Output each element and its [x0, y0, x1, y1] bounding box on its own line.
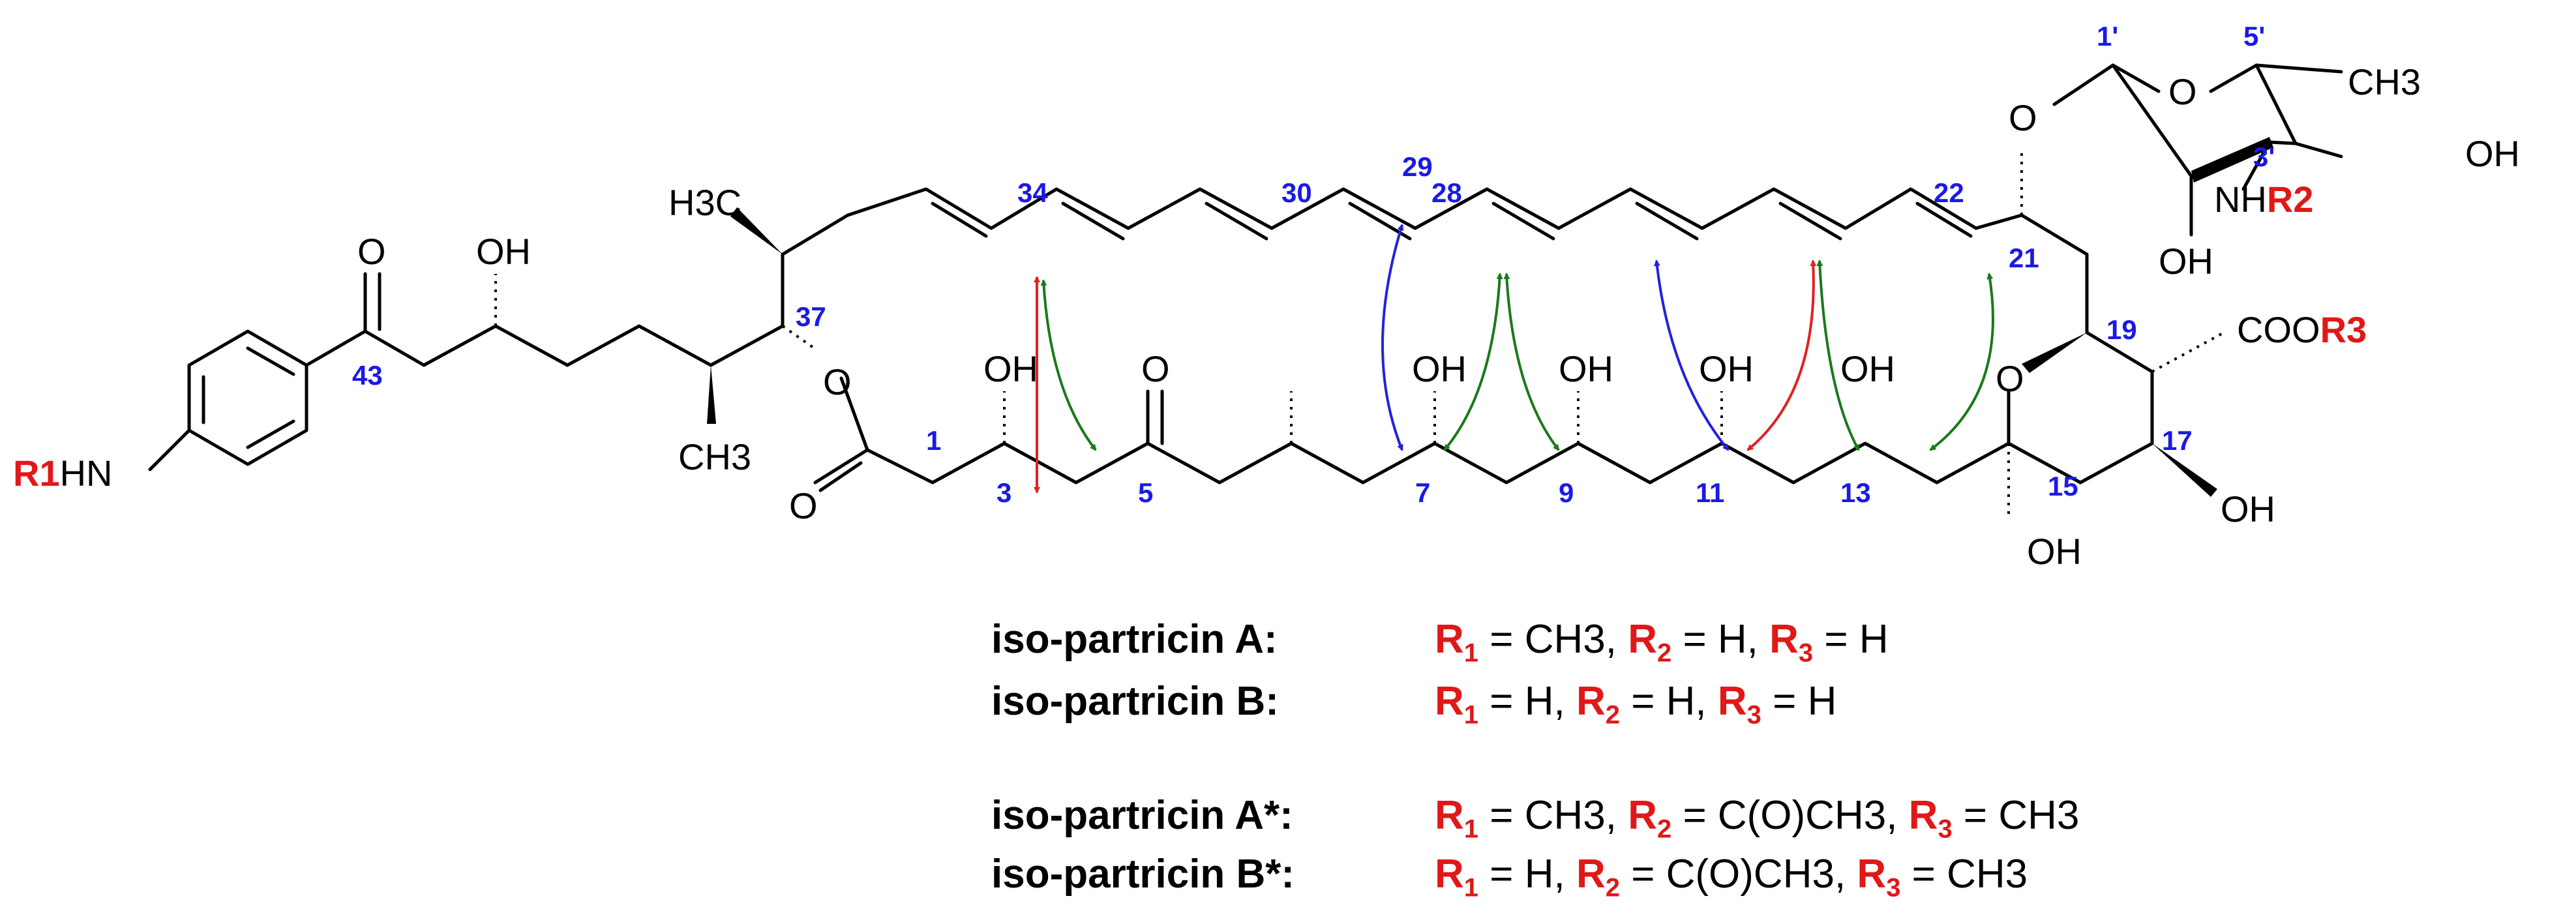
legend-row-2: iso-partricin B:	[991, 678, 1279, 724]
carbon-number-22: 22	[1934, 177, 1964, 208]
r3-label: R3	[2320, 309, 2367, 350]
atom-oh-11: OH	[1699, 348, 1754, 389]
r1-label: R1	[13, 453, 60, 494]
r2-value: H	[1666, 679, 1696, 724]
noe-arrow-green-28-9	[1503, 273, 1560, 451]
atom-o-ester: O	[823, 361, 852, 402]
carbon-number-3: 3	[996, 477, 1011, 508]
legend-row-4-values: R1 = H, R2 = C(O)CH3, R3 = CH3	[1435, 852, 2028, 902]
noe-arrows	[1034, 224, 1994, 494]
carbon-number-17: 17	[2162, 425, 2193, 456]
compound-name: iso-partricin A*:	[991, 793, 1293, 838]
aryl-ring	[148, 329, 367, 471]
noe-arrow-green-24-13	[1816, 260, 1860, 451]
carbon-number-21: 21	[2009, 243, 2039, 273]
carbon-number-43: 43	[352, 360, 383, 391]
atom-coo: COOR3	[2237, 309, 2367, 350]
r1-value: CH3	[1524, 617, 1606, 662]
carbon-number-5-prime: 5'	[2243, 21, 2265, 52]
polyene-chain	[846, 187, 1978, 241]
pyran-ring	[1935, 150, 2224, 515]
noe-arrow-red-24-11	[1746, 260, 1817, 451]
legend-row-3: iso-partricin A*:	[991, 792, 1293, 839]
r3-value: H	[1859, 617, 1889, 662]
carbon-number-34: 34	[1017, 177, 1048, 208]
atom-oh-15: OH	[2027, 531, 2082, 572]
side-chain	[363, 207, 850, 424]
carbon-number-15: 15	[2048, 471, 2078, 501]
compound-name: iso-partricin A:	[991, 617, 1278, 662]
atom-o-5: O	[1141, 348, 1170, 389]
atom-oh-sugar-2: OH	[2159, 241, 2213, 282]
r2-value: H	[1717, 617, 1747, 662]
carbon-number-7: 7	[1415, 477, 1430, 508]
noe-arrow-blue-26-11	[1653, 260, 1730, 451]
legend-row-1: iso-partricin A:	[991, 616, 1278, 663]
atom-coo-prefix: COO	[2237, 309, 2320, 350]
carbon-number-19: 19	[2106, 314, 2137, 345]
carbon-numbers: 1 3 5 7 9 11 13 15 17 19 21 22 28 29 30 …	[352, 21, 2275, 508]
legend-row-3-values: R1 = CH3, R2 = C(O)CH3, R3 = CH3	[1435, 793, 2080, 844]
atom-oh-9: OH	[1559, 348, 1613, 389]
legend-row-2-values: R1 = H, R2 = H, R3 = H	[1435, 679, 1837, 730]
atom-ch3-37: CH3	[678, 436, 751, 477]
atom-o-ketone-43: O	[357, 231, 386, 272]
lactone	[813, 376, 935, 492]
atom-o-c1: O	[789, 485, 818, 526]
atom-labels: O OH H3C CH3 O O OH O OH OH OH OH O OH O…	[13, 61, 2520, 572]
r3-value: CH3	[1998, 793, 2080, 838]
carbon-number-30: 30	[1281, 177, 1312, 208]
carbon-number-1-prime: 1'	[2097, 21, 2118, 52]
legend-row-1-values: R1 = CH3, R2 = H, R3 = H	[1435, 617, 1889, 668]
r1-value: H	[1524, 679, 1554, 724]
legend-row-4: iso-partricin B*:	[991, 851, 1295, 897]
atom-ch3-sugar: CH3	[2348, 61, 2421, 102]
r3-value: CH3	[1947, 852, 2028, 897]
r1-value: H	[1524, 852, 1554, 897]
noe-arrow-green-34-3	[1040, 279, 1097, 451]
atom-oh-3: OH	[983, 348, 1038, 389]
atom-oh-7: OH	[1412, 348, 1467, 389]
carbon-number-28: 28	[1431, 177, 1462, 208]
noe-arrow-green-22-13	[1929, 273, 1994, 451]
r2-value: C(O)CH3	[1717, 793, 1887, 838]
carbon-number-5: 5	[1138, 477, 1153, 508]
noe-arrow-blue-29-7	[1381, 224, 1404, 451]
r2-label: R2	[2267, 179, 2314, 220]
atom-nh-text: NH	[2214, 179, 2267, 220]
atom-hn-aryl: R1HN	[13, 453, 112, 494]
atom-o-sugar: O	[2168, 71, 2197, 112]
atom-oh-39: OH	[476, 231, 531, 272]
compound-name: iso-partricin B*:	[991, 852, 1295, 897]
carbon-number-1: 1	[926, 425, 941, 456]
noe-arrow-green-28-7	[1443, 273, 1503, 451]
atom-o-ring: O	[1996, 358, 2024, 399]
carbon-number-3-prime: 3'	[2253, 142, 2275, 172]
r2-value: C(O)CH3	[1666, 852, 1835, 897]
atom-oh-17: OH	[2221, 488, 2275, 529]
atom-hn-text: HN	[60, 453, 113, 494]
r3-value: H	[1807, 679, 1837, 724]
carbon-number-11: 11	[1696, 477, 1724, 508]
atom-nh: NHR2	[2214, 179, 2313, 220]
atom-oh-13: OH	[1840, 348, 1895, 389]
r1-value: CH3	[1524, 793, 1606, 838]
carbon-number-13: 13	[1840, 477, 1871, 508]
atom-oh-sugar-4: OH	[2465, 133, 2520, 174]
carbon-number-29: 29	[1402, 151, 1433, 182]
atom-o-glycoside: O	[2009, 97, 2037, 138]
carbon-number-37: 37	[796, 301, 826, 332]
atom-h3c-top: H3C	[668, 182, 741, 223]
carbon-number-9: 9	[1559, 477, 1574, 508]
sugar-ring	[2052, 63, 2343, 237]
compound-name: iso-partricin B:	[991, 679, 1279, 724]
